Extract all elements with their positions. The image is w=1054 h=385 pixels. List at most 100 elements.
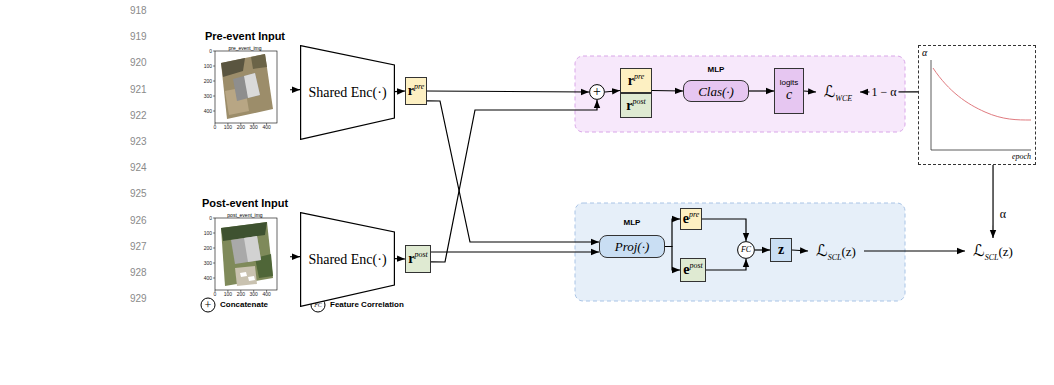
- axis-tick: 400: [204, 276, 212, 281]
- loss-subscript: SCL: [985, 254, 999, 262]
- text-column: logitsc: [775, 69, 803, 113]
- center-wrap: rpost: [621, 94, 651, 117]
- axis-tick: 0: [214, 125, 217, 130]
- text-row: ℒWCE: [824, 84, 852, 100]
- superscript: post: [414, 251, 427, 259]
- text-row: rpost: [408, 252, 428, 266]
- embedding-box: epost: [680, 258, 706, 282]
- encoder-label: Shared Enc(·): [308, 252, 386, 268]
- connector: [395, 258, 405, 260]
- loss-term: ℒWCE: [816, 80, 860, 104]
- line-number: 923: [130, 137, 147, 147]
- text-row: rpre: [628, 74, 645, 88]
- axis-tick: 100: [224, 292, 232, 297]
- feature-box: rpost: [405, 245, 431, 273]
- loss-argument: (z): [998, 245, 1012, 258]
- edge-label: α: [998, 208, 1008, 221]
- text-row: epost: [683, 263, 703, 277]
- axis-tick: 200: [237, 125, 245, 130]
- contrastive-region: [575, 203, 905, 301]
- line-number: 924: [130, 163, 147, 173]
- aerial-photo: [215, 51, 277, 123]
- connector: [864, 250, 965, 251]
- line-number: 921: [130, 85, 147, 95]
- loss-symbol: ℒ: [973, 243, 985, 259]
- center-wrap: ℒSCL(z): [965, 238, 1021, 264]
- center-wrap: rpre: [406, 78, 426, 104]
- correlation-circle: FC: [737, 241, 755, 259]
- logits-symbol: c: [786, 87, 792, 104]
- axis-tick: 0: [214, 292, 217, 297]
- panel-title: Post-event Input: [200, 197, 290, 210]
- loss-subscript: SCL: [828, 254, 842, 262]
- loss-subscript: WCE: [835, 95, 852, 103]
- text-row: z: [778, 243, 784, 257]
- axis-tick: 100: [204, 64, 212, 69]
- text-row: rpre: [408, 84, 425, 98]
- circle-symbol: +: [593, 85, 601, 99]
- mlp-body: Proj(·): [599, 235, 665, 258]
- axis-tick: 0: [209, 49, 212, 54]
- center-wrap: epre: [681, 209, 701, 229]
- classification-region: [575, 56, 905, 132]
- connector: [431, 251, 599, 252]
- aerial-photo: [215, 218, 277, 290]
- encoder-label: Shared Enc(·): [308, 85, 386, 101]
- axis-tick: 100: [204, 231, 212, 236]
- line-number: 918: [130, 6, 147, 16]
- mlp-box: Clas(·)MLP: [683, 62, 749, 102]
- axis-tick: 300: [250, 292, 258, 297]
- vector-symbol: e: [683, 212, 689, 226]
- connector: [652, 90, 683, 92]
- superscript: pre: [414, 83, 424, 91]
- feature-box: rpost: [620, 93, 652, 118]
- loss-term: ℒSCL(z): [808, 238, 864, 264]
- line-number: 922: [130, 111, 147, 121]
- logits-label: logits: [780, 78, 799, 88]
- loss-argument: (z): [841, 245, 855, 258]
- panel-subtitle: post_event_img: [200, 212, 290, 218]
- line-number: 928: [130, 268, 147, 278]
- text-row: ℒSCL(z): [816, 243, 856, 259]
- loss-term: ℒSCL(z): [965, 238, 1021, 264]
- mlp-label: Proj(·): [615, 240, 650, 253]
- feature-box: rpre: [620, 68, 652, 93]
- center-wrap: rpost: [406, 246, 430, 272]
- superscript: post: [632, 98, 645, 106]
- vector-symbol: e: [683, 263, 689, 277]
- panel-title: Pre-event Input: [200, 30, 290, 43]
- feature-box: rpre: [405, 77, 427, 105]
- input-image-panel: Post-event Input post_event_img: [200, 197, 290, 300]
- connector: [702, 219, 746, 241]
- center-wrap: rpre: [621, 69, 651, 92]
- vector-symbol: r: [408, 84, 414, 98]
- schedule-plot: αepoch: [918, 45, 1036, 165]
- connector: [992, 165, 993, 238]
- line-number: 927: [130, 242, 147, 252]
- text-row: rpost: [626, 99, 646, 113]
- line-number: 929: [130, 294, 147, 304]
- center-wrap: Shared Enc(·): [300, 212, 395, 307]
- axis-title: epoch: [1012, 152, 1031, 161]
- text-row: epre: [683, 212, 700, 226]
- connector: [427, 91, 589, 92]
- embedding-box: epre: [680, 208, 702, 230]
- vector-symbol: r: [628, 74, 634, 88]
- connector: [706, 259, 746, 270]
- axis-tick: 400: [262, 125, 270, 130]
- legend-symbol: +: [205, 299, 212, 311]
- axis-tick: 100: [224, 125, 232, 130]
- superscript: pre: [634, 73, 644, 81]
- legend-symbol: FC: [314, 302, 322, 308]
- superscript: post: [689, 262, 702, 270]
- center-wrap: ℒWCE: [816, 80, 860, 104]
- center-wrap: +: [589, 84, 605, 100]
- loss-symbol: ℒ: [824, 84, 836, 100]
- axis-tick: 200: [204, 246, 212, 251]
- connector: [290, 256, 300, 257]
- vector-symbol: r: [626, 99, 632, 113]
- connector: [665, 219, 680, 247]
- text-row: ℒSCL(z): [973, 243, 1013, 259]
